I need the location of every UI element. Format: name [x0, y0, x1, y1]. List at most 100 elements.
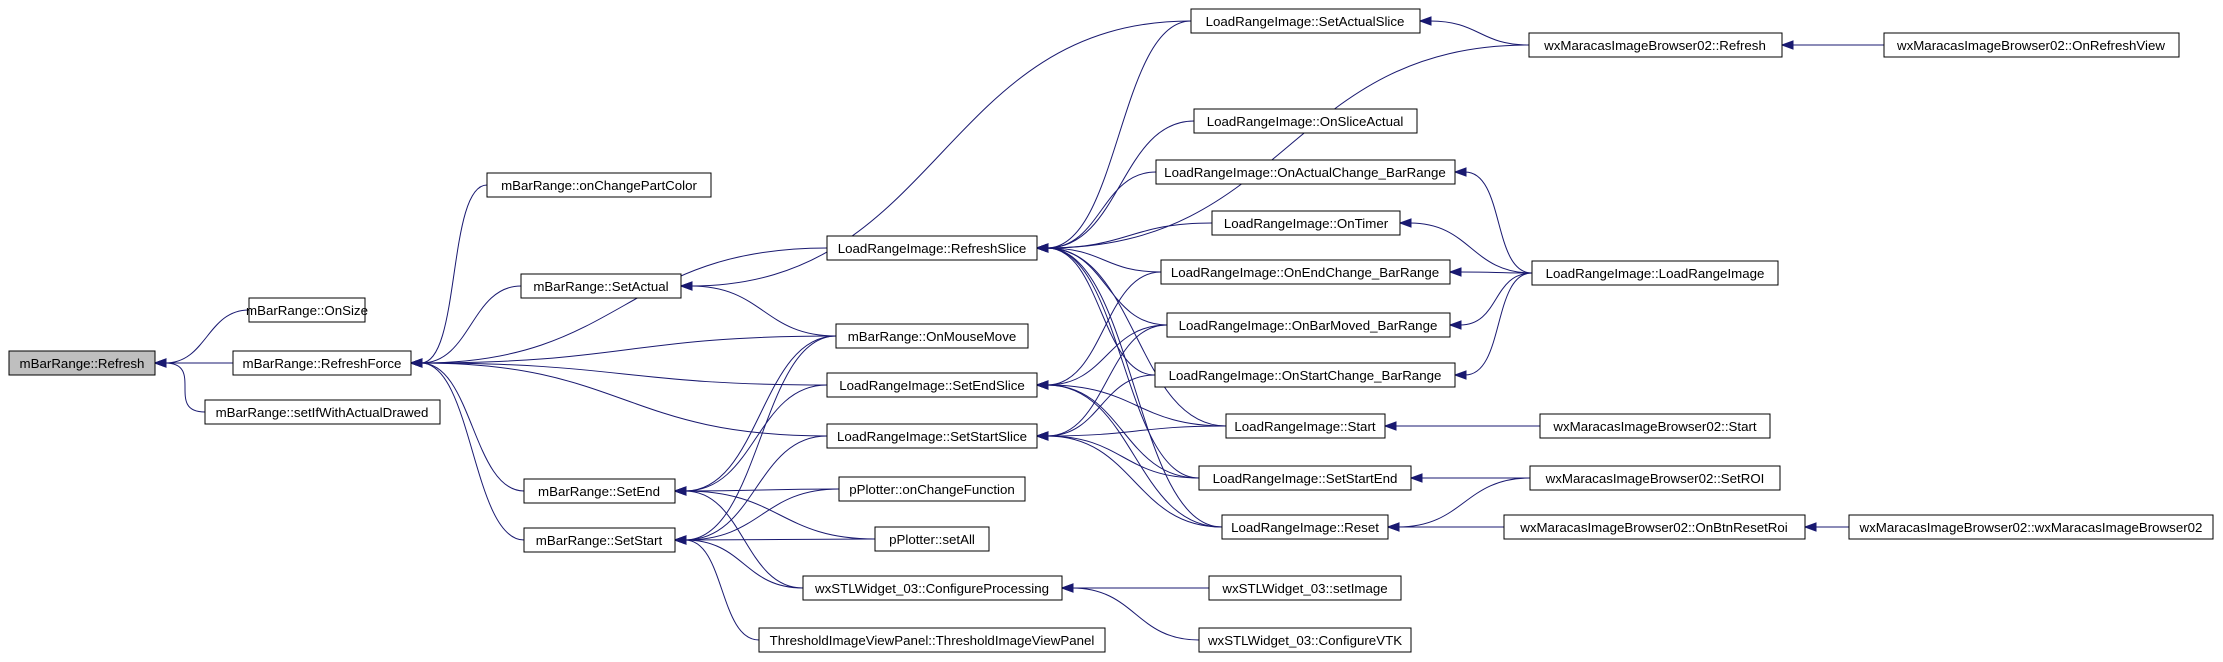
arrowhead-icon: [1409, 473, 1423, 483]
node-lri-onendchange[interactable]: LoadRangeImage::OnEndChange_BarRange: [1160, 259, 1451, 285]
arrowhead-icon: [673, 535, 687, 545]
edge-lri-setstartslice-to-refreshforce: [409, 358, 828, 437]
edge-line: [1397, 477, 1531, 528]
edge-line: [1464, 272, 1533, 376]
edge-line: [684, 384, 828, 492]
node-setstart[interactable]: mBarRange::SetStart: [523, 527, 676, 553]
edge-line: [1046, 44, 1530, 249]
node-setend[interactable]: mBarRange::SetEnd: [523, 478, 676, 504]
node-lri-loadrangeimage[interactable]: LoadRangeImage::LoadRangeImage: [1531, 260, 1779, 286]
node-refresh-label: mBarRange::Refresh: [20, 356, 145, 371]
node-lri-start[interactable]: LoadRangeImage::Start: [1225, 413, 1386, 439]
node-pplotter-onchangefunction[interactable]: pPlotter::onChangeFunction: [838, 476, 1026, 502]
node-wxm-onbtnresetroi[interactable]: wxMaracasImageBrowser02::OnBtnResetRoi: [1503, 514, 1806, 540]
edge-lri-onbarmoved-to-lri-setendslice: [1035, 324, 1168, 390]
edge-lri-onactualchange-to-lri-refreshslice: [1035, 171, 1157, 253]
edge-line: [1046, 425, 1227, 437]
node-setstart-label: mBarRange::SetStart: [536, 533, 663, 548]
edge-onmousemove-to-refreshforce: [409, 335, 837, 368]
node-pplotter-setall[interactable]: pPlotter::setAll: [874, 526, 990, 552]
edge-onmousemove-to-setend: [673, 335, 837, 496]
node-lri-setstartslice[interactable]: LoadRangeImage::SetStartSlice: [826, 423, 1038, 449]
edge-setend-to-refreshforce: [409, 358, 525, 492]
node-lri-refreshslice[interactable]: LoadRangeImage::RefreshSlice: [826, 235, 1038, 261]
node-lri-reset-label: LoadRangeImage::Reset: [1231, 520, 1379, 535]
edge-line: [1046, 435, 1200, 479]
edge-line: [1046, 435, 1223, 528]
edge-onmousemove-to-setstart: [673, 335, 837, 545]
node-threshold-ctor[interactable]: ThresholdImageViewPanel::ThresholdImageV…: [758, 627, 1106, 653]
node-wxstl-setimage[interactable]: wxSTLWidget_03::setImage: [1208, 575, 1402, 601]
call-graph-nodes: mBarRange::Refresh mBarRange::OnSize mBa…: [8, 8, 2214, 653]
edge-line: [1046, 271, 1162, 386]
edge-line: [684, 538, 876, 541]
edge-line: [420, 285, 522, 364]
node-onsize[interactable]: mBarRange::OnSize: [246, 297, 368, 323]
node-lri-onbarmoved[interactable]: LoadRangeImage::OnBarMoved_BarRange: [1166, 312, 1451, 338]
edge-wxstl-configureprocessing-to-setstart: [673, 535, 804, 589]
node-lri-setstartend-label: LoadRangeImage::SetStartEnd: [1213, 471, 1398, 486]
node-wxm-refresh[interactable]: wxMaracasImageBrowser02::Refresh: [1528, 32, 1783, 58]
node-wxm-start-label: wxMaracasImageBrowser02::Start: [1552, 419, 1757, 434]
node-wxstl-setimage-label: wxSTLWidget_03::setImage: [1221, 581, 1387, 596]
node-onchangepartcolor[interactable]: mBarRange::onChangePartColor: [486, 172, 712, 198]
node-lri-start-label: LoadRangeImage::Start: [1234, 419, 1375, 434]
edge-line: [1046, 384, 1223, 528]
node-wxm-ctor[interactable]: wxMaracasImageBrowser02::wxMaracasImageB…: [1848, 514, 2214, 540]
node-setactual[interactable]: mBarRange::SetActual: [520, 273, 682, 299]
edge-line: [420, 362, 828, 437]
edge-onchangepartcolor-to-refreshforce: [409, 184, 488, 368]
edge-line: [1071, 587, 1200, 641]
node-lri-reset[interactable]: LoadRangeImage::Reset: [1221, 514, 1389, 540]
edge-line: [684, 335, 837, 492]
node-wxm-start[interactable]: wxMaracasImageBrowser02::Start: [1539, 413, 1771, 439]
edge-line: [420, 247, 828, 364]
node-onmousemove[interactable]: mBarRange::OnMouseMove: [835, 323, 1029, 349]
edge-line: [164, 362, 206, 413]
node-wxm-setroi[interactable]: wxMaracasImageBrowser02::SetROI: [1529, 465, 1781, 491]
node-wxstl-configurevtk[interactable]: wxSTLWidget_03::ConfigureVTK: [1198, 627, 1412, 653]
edge-lri-loadrangeimage-to-lri-onendchange: [1448, 267, 1533, 277]
node-threshold-ctor-label: ThresholdImageViewPanel::ThresholdImageV…: [770, 633, 1095, 648]
node-lri-setstartend[interactable]: LoadRangeImage::SetStartEnd: [1198, 465, 1412, 491]
edge-wxm-refresh-to-lri-refreshslice: [1035, 44, 1530, 253]
node-setifwithactualdrawed-label: mBarRange::setIfWithActualDrawed: [216, 405, 429, 420]
node-refreshforce[interactable]: mBarRange::RefreshForce: [232, 350, 412, 376]
arrowhead-icon: [1453, 370, 1467, 380]
node-lri-setendslice[interactable]: LoadRangeImage::SetEndSlice: [826, 372, 1038, 398]
arrowhead-icon: [1780, 40, 1794, 50]
arrowhead-icon: [673, 486, 687, 496]
node-wxm-onrefreshview[interactable]: wxMaracasImageBrowser02::OnRefreshView: [1883, 32, 2180, 58]
node-lri-ontimer-label: LoadRangeImage::OnTimer: [1224, 216, 1389, 231]
edge-line: [1429, 20, 1530, 46]
edge-wxstl-setimage-to-wxstl-configureprocessing: [1060, 583, 1210, 593]
node-wxm-setroi-label: wxMaracasImageBrowser02::SetROI: [1545, 471, 1765, 486]
arrowhead-icon: [1398, 218, 1412, 228]
edge-line: [1046, 20, 1192, 249]
edge-lri-setendslice-to-refreshforce: [409, 358, 828, 386]
node-lri-onstartchange[interactable]: LoadRangeImage::OnStartChange_BarRange: [1154, 362, 1456, 388]
edge-lri-setactualslice-to-lri-refreshslice: [1035, 20, 1192, 253]
edge-line: [684, 488, 840, 541]
node-lri-setactualslice-label: LoadRangeImage::SetActualSlice: [1206, 14, 1405, 29]
arrowhead-icon: [1035, 243, 1049, 253]
edge-lri-onendchange-to-lri-setendslice: [1035, 271, 1162, 390]
arrowhead-icon: [679, 281, 693, 291]
node-refreshforce-label: mBarRange::RefreshForce: [243, 356, 402, 371]
node-wxstl-configureprocessing[interactable]: wxSTLWidget_03::ConfigureProcessing: [802, 575, 1063, 601]
arrowhead-icon: [1060, 583, 1074, 593]
node-lri-ontimer[interactable]: LoadRangeImage::OnTimer: [1211, 210, 1401, 236]
edge-line: [420, 335, 837, 364]
arrowhead-icon: [1035, 380, 1049, 390]
edge-pplotter-onchangefunction-to-setstart: [673, 488, 840, 545]
arrowhead-icon: [409, 358, 423, 368]
node-refresh[interactable]: mBarRange::Refresh: [8, 350, 156, 376]
edge-line: [1409, 222, 1533, 274]
edge-wxm-onbtnresetroi-to-lri-reset: [1386, 522, 1504, 532]
node-lri-onactualchange[interactable]: LoadRangeImage::OnActualChange_BarRange: [1155, 159, 1456, 185]
node-setifwithactualdrawed[interactable]: mBarRange::setIfWithActualDrawed: [204, 399, 441, 425]
node-lri-onsliceactual[interactable]: LoadRangeImage::OnSliceActual: [1193, 108, 1418, 134]
node-lri-setactualslice[interactable]: LoadRangeImage::SetActualSlice: [1190, 8, 1421, 34]
edge-line: [1046, 247, 1156, 376]
